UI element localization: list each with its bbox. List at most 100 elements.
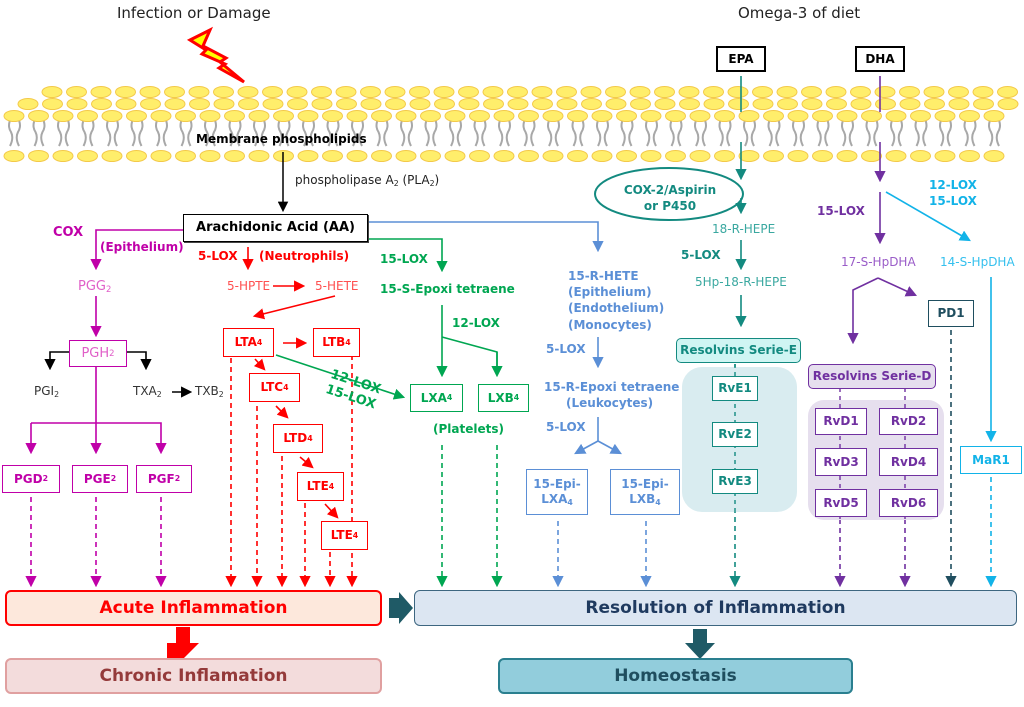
lipid-head	[983, 110, 1005, 122]
lipid-head	[738, 150, 760, 162]
lipid-head	[311, 86, 332, 98]
lipid-head	[616, 110, 637, 122]
cox-branch-arrows	[25, 229, 183, 588]
lipid-head	[273, 110, 294, 122]
leukocytes-label: (Leukocytes)	[566, 396, 654, 410]
lipid-head	[997, 86, 1018, 98]
lipid-head	[997, 98, 1019, 110]
lipid-head	[420, 110, 441, 122]
lipid-head	[703, 98, 725, 110]
lipid-head	[654, 86, 675, 98]
acute-inflammation-box: Acute Inflammation	[5, 590, 382, 626]
lipid-head	[101, 110, 123, 122]
lipid-head	[482, 86, 504, 98]
lipid-head	[629, 86, 651, 98]
lox5-enzyme-label: 5-LOX	[198, 249, 238, 263]
rvd1-box: RvD1	[815, 408, 867, 435]
lipid-head	[959, 150, 980, 162]
lipid-head	[948, 98, 970, 110]
hp-hepe-label: 5Hp-18-R-HEPE	[695, 275, 787, 289]
lipid-head	[126, 150, 147, 162]
lipid-head	[972, 86, 994, 98]
lipid-head	[17, 98, 39, 110]
lipid-head	[322, 150, 343, 162]
lipid-head	[654, 98, 676, 110]
membrane-bilayer	[3, 86, 1019, 162]
lipid-head	[360, 98, 382, 110]
lipid-head	[580, 86, 602, 98]
lipid-head	[924, 98, 945, 110]
epa-box: EPA	[716, 46, 766, 72]
epithelium-cell-label: (Epithelium)	[568, 285, 652, 299]
lipid-head	[322, 110, 343, 122]
lipid-head	[825, 86, 847, 98]
lipid-head	[164, 86, 185, 98]
pla2-label: phospholipase A2 (PLA2)	[295, 173, 440, 188]
membrane-label: Membrane phospholipids	[196, 132, 367, 146]
rvd6-box: RvD6	[879, 489, 938, 517]
epi-lxb4-box: 15-Epi-LXB4	[610, 469, 680, 515]
lipid-head	[90, 86, 112, 98]
lipid-head	[640, 150, 662, 162]
lipid-head	[409, 98, 431, 110]
lipid-head	[874, 86, 896, 98]
lipid-head	[689, 150, 711, 162]
lipid-head	[311, 98, 333, 110]
lipid-head	[262, 98, 284, 110]
lipid-head	[910, 150, 931, 162]
lipid-head	[714, 150, 735, 162]
lipid-head	[3, 150, 25, 162]
rvd2-box: RvD2	[879, 408, 938, 435]
lipid-head	[444, 110, 466, 122]
lipid-head	[395, 150, 417, 162]
pgh2-side-arrows	[44, 351, 193, 398]
lipid-head	[556, 98, 578, 110]
txa2-label: TXA2	[133, 384, 162, 399]
lipid-head	[101, 150, 123, 162]
lipid-head	[934, 150, 956, 162]
lipid-head	[507, 86, 528, 98]
r-hete-label: 15-R-HETE	[568, 269, 639, 283]
lipid-head	[714, 110, 735, 122]
lipid-head	[164, 98, 186, 110]
lipid-head	[52, 110, 74, 122]
lipid-head	[812, 150, 833, 162]
lipid-head	[910, 110, 931, 122]
lipid-head	[297, 150, 319, 162]
dha-lox15-alt-label: 15-LOX	[929, 194, 977, 208]
lipid-head	[934, 110, 956, 122]
lipid-head	[385, 98, 406, 110]
dha-branch-arrows	[834, 76, 918, 588]
lipid-head	[384, 86, 406, 98]
lox5-cell-label: (Neutrophils)	[259, 249, 350, 263]
lipid-head	[237, 86, 259, 98]
lipid-head	[66, 86, 87, 98]
endothelium-cell-label: (Endothelium)	[568, 301, 665, 315]
lipid-head	[175, 150, 196, 162]
lipid-head	[458, 86, 479, 98]
lipid-head	[28, 150, 49, 162]
homeostasis-box: Homeostasis	[498, 658, 853, 694]
lipid-head	[630, 98, 651, 110]
lipid-head	[42, 98, 63, 110]
lipid-head	[787, 110, 809, 122]
hete-label: 5-HETE	[315, 279, 359, 293]
lipid-head	[77, 150, 98, 162]
epa-label: EPA	[728, 51, 754, 66]
lipid-head	[3, 110, 25, 122]
lipid-head	[605, 86, 626, 98]
lipid-head	[836, 150, 858, 162]
lipid-head	[139, 86, 161, 98]
lipid-head	[665, 150, 686, 162]
rve3-box: RvE3	[712, 469, 758, 494]
epa-lox5-label: 5-LOX	[681, 248, 721, 262]
lipid-head	[752, 86, 773, 98]
lipid-head	[973, 98, 994, 110]
platelets-label: (Platelets)	[433, 422, 504, 436]
lox12-enzyme-label: 12-LOX	[452, 316, 500, 330]
lipid-head	[875, 98, 896, 110]
lipid-head	[923, 86, 945, 98]
resolution-to-homeostasis-arrow	[685, 629, 715, 659]
